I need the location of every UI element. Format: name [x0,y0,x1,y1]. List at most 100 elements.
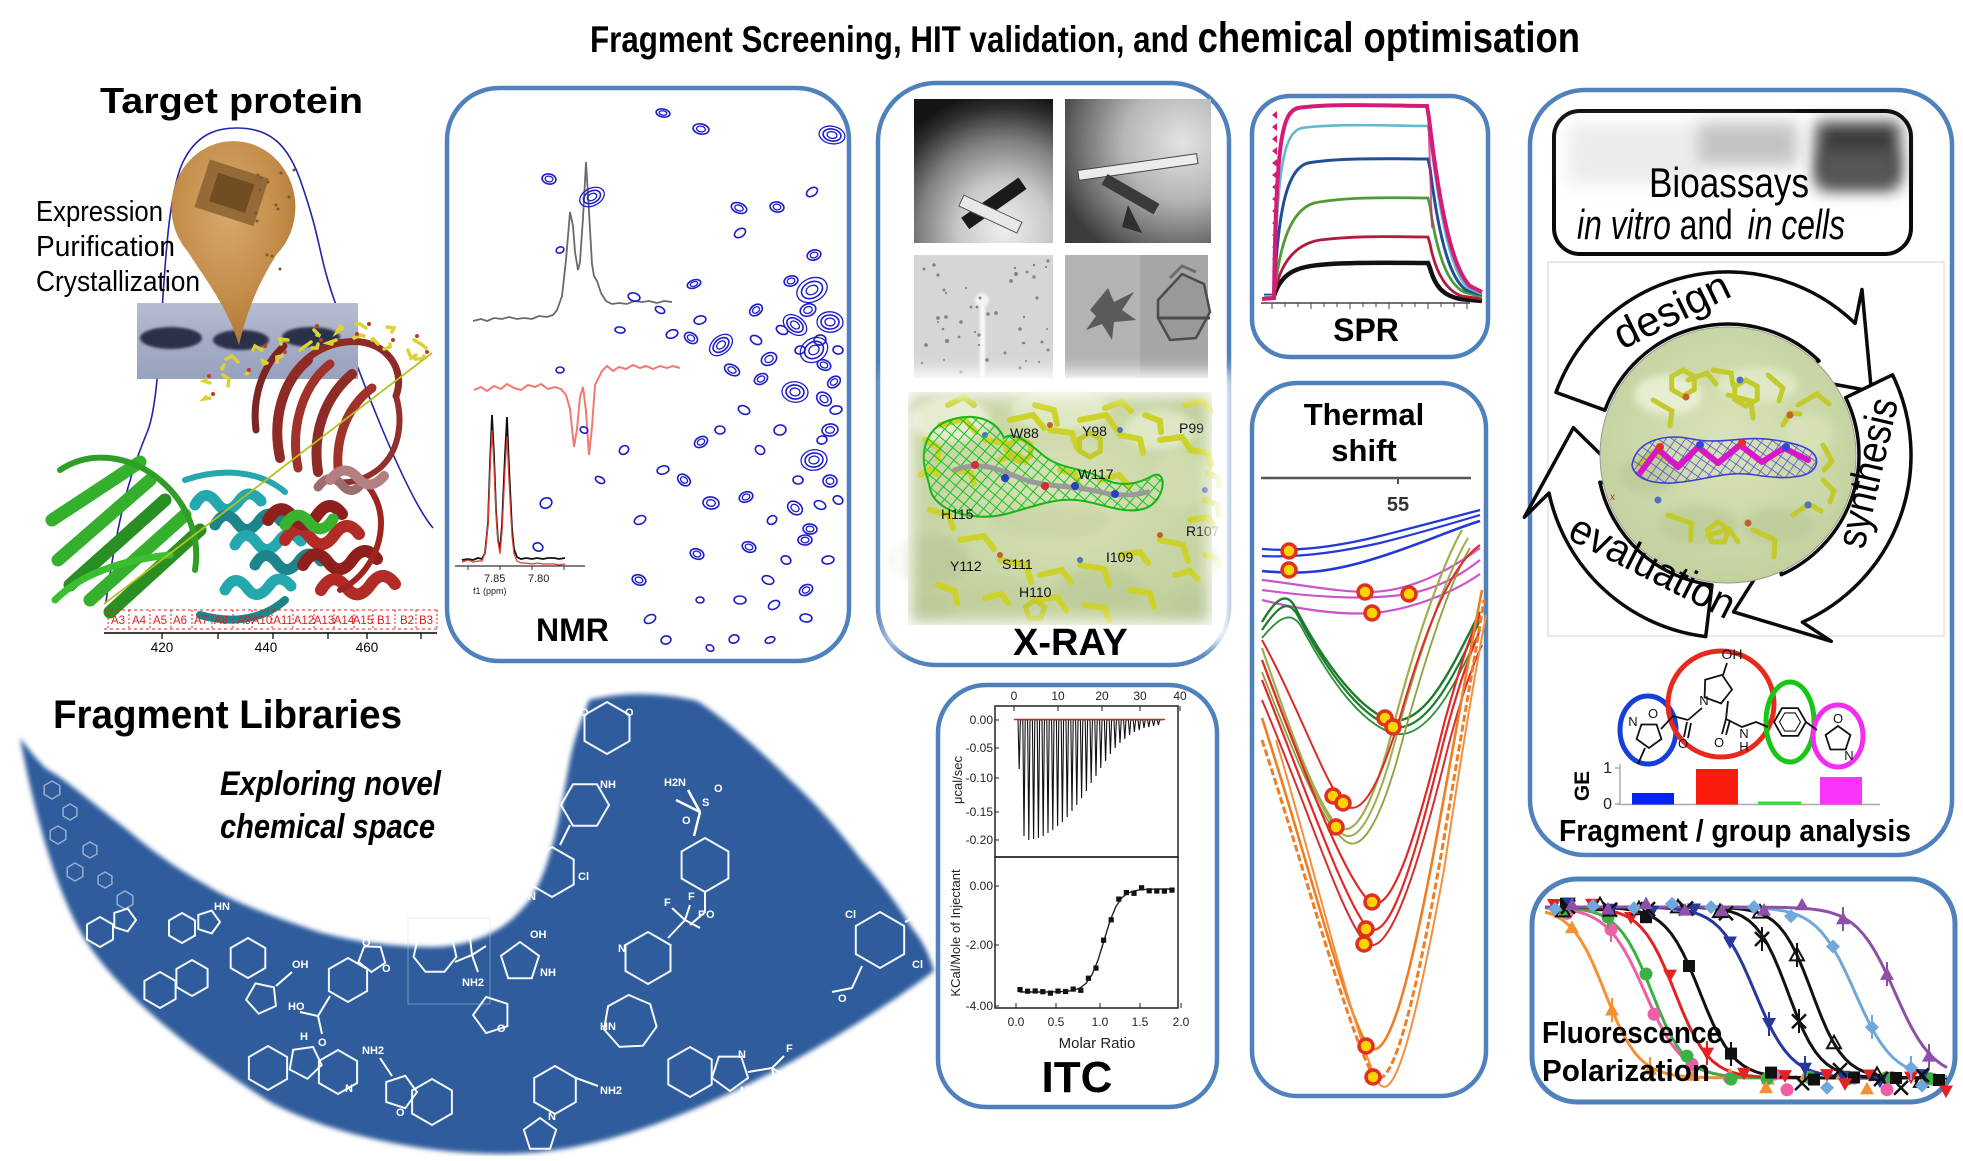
svg-text:HO: HO [800,751,817,763]
svg-text:x: x [1610,492,1615,503]
svg-text:0: 0 [1603,796,1612,813]
svg-text:KCal/Mole of Injectant: KCal/Mole of Injectant [948,869,963,997]
svg-text:20: 20 [1095,689,1109,703]
svg-text:H: H [1739,739,1748,754]
svg-text:0: 0 [1011,689,1018,703]
svg-text:O: O [862,773,871,785]
svg-text:Y98: Y98 [1082,423,1107,439]
svg-text:W117: W117 [1078,466,1114,482]
svg-text:-0.15: -0.15 [966,805,994,819]
svg-text:A7: A7 [194,615,208,627]
svg-text:Molar Ratio: Molar Ratio [1059,1035,1136,1052]
svg-text:A13: A13 [314,615,334,627]
svg-text:0.00: 0.00 [970,879,994,893]
svg-text:Cl: Cl [912,959,923,971]
svg-text:0.0: 0.0 [1008,1015,1025,1029]
svg-text:chemical space: chemical space [220,808,435,846]
svg-text:A3: A3 [111,615,125,627]
svg-text:f1 (ppm): f1 (ppm) [473,586,507,596]
svg-text:N: N [1739,726,1748,741]
svg-text:-4.00: -4.00 [966,999,994,1013]
svg-text:H110: H110 [1019,584,1052,600]
svg-text:O: O [1648,706,1658,721]
svg-text:F: F [698,909,705,921]
svg-text:in vitro and in cells: in vitro and in cells [1577,201,1845,248]
svg-text:1: 1 [1603,760,1612,777]
svg-text:N: N [528,891,536,903]
svg-text:NH2: NH2 [600,1085,622,1097]
svg-text:Polarization: Polarization [1542,1053,1710,1088]
svg-text:F: F [664,897,671,909]
svg-text:0.5: 0.5 [1048,1015,1065,1029]
svg-text:A5: A5 [153,615,167,627]
svg-text:F: F [786,1043,793,1055]
svg-text:A9: A9 [237,615,251,627]
svg-text:O: O [682,815,691,827]
svg-text:GE: GE [1571,771,1594,801]
svg-text:Fluorescence: Fluorescence [1542,1015,1722,1050]
svg-text:A15: A15 [353,615,373,627]
svg-text:A4: A4 [132,615,147,627]
svg-text:μcal/sec: μcal/sec [950,756,965,804]
svg-text:S111: S111 [1002,556,1033,572]
svg-text:HN: HN [905,893,921,905]
svg-text:H: H [300,1031,308,1043]
svg-text:N: N [1844,748,1853,763]
svg-text:NH2: NH2 [362,1045,384,1057]
svg-text:F: F [688,891,695,903]
svg-text:SPR: SPR [1333,312,1399,348]
svg-text:-0.20: -0.20 [966,833,994,847]
svg-text:40: 40 [1173,689,1187,703]
svg-text:N: N [345,1083,353,1095]
svg-text:Y112: Y112 [950,558,982,574]
svg-text:Crystallization: Crystallization [36,266,200,298]
svg-text:0.00: 0.00 [970,713,994,727]
svg-text:O: O [1714,735,1724,750]
svg-text:A12: A12 [294,615,314,627]
svg-text:Expression: Expression [36,196,163,228]
svg-text:H2N: H2N [664,777,686,789]
svg-text:NH2: NH2 [462,977,484,989]
svg-text:Purification: Purification [36,231,175,263]
svg-text:O: O [497,1023,506,1035]
svg-text:7.80: 7.80 [528,573,549,585]
svg-text:Fragment Screening, HIT valida: Fragment Screening, HIT validation, and … [590,14,1580,62]
svg-text:HO: HO [288,1001,305,1013]
svg-text:1.0: 1.0 [1092,1015,1109,1029]
svg-text:O: O [838,993,847,1005]
svg-text:55: 55 [1387,494,1409,516]
svg-text:440: 440 [255,640,278,655]
svg-text:O: O [580,707,589,719]
svg-text:A6: A6 [173,615,187,627]
svg-text:OH: OH [530,929,547,941]
svg-text:I109: I109 [1106,549,1133,565]
svg-text:ITC: ITC [1042,1053,1113,1102]
svg-text:F: F [776,1091,783,1103]
svg-text:-0.10: -0.10 [966,771,994,785]
svg-text:2.0: 2.0 [1173,1015,1190,1029]
svg-text:Bioassays: Bioassays [1649,159,1809,206]
svg-text:Exploring novel: Exploring novel [220,765,442,803]
svg-text:O: O [1833,711,1843,726]
svg-text:B3: B3 [419,615,433,627]
svg-text:A14: A14 [334,615,355,627]
svg-text:H2N: H2N [848,829,870,841]
svg-text:S: S [702,797,709,809]
svg-text:A11: A11 [273,615,293,627]
svg-text:30: 30 [1133,689,1147,703]
svg-text:O: O [318,1037,327,1049]
svg-text:Thermal: Thermal [1304,397,1425,432]
svg-text:7.85: 7.85 [484,573,505,585]
svg-text:N: N [1699,693,1708,708]
svg-text:F: F [790,1073,797,1085]
svg-text:N: N [738,1049,746,1061]
svg-text:Cl: Cl [518,843,529,855]
svg-text:O: O [382,963,391,975]
svg-text:420: 420 [151,640,174,655]
svg-text:Fragment Libraries: Fragment Libraries [53,693,402,737]
svg-text:NMR: NMR [536,612,609,648]
svg-text:B1: B1 [377,615,391,627]
svg-text:HN: HN [214,901,230,913]
svg-text:N: N [1628,714,1637,729]
svg-text:OH: OH [1722,646,1743,662]
